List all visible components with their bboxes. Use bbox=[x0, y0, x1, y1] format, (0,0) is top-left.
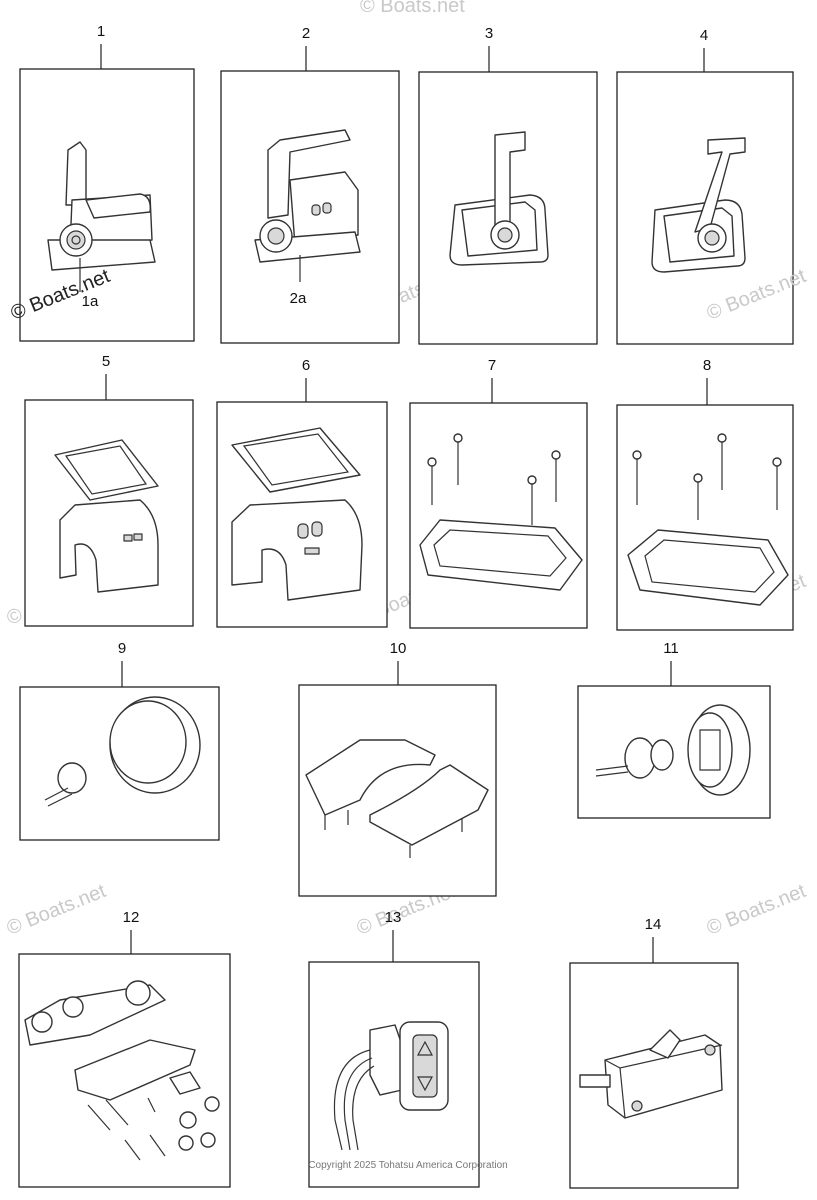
part-1[interactable]: 1 1a © Boats.net bbox=[8, 23, 195, 342]
part-number: 9 bbox=[118, 640, 126, 657]
part-12[interactable]: 12 bbox=[18, 909, 231, 1188]
part-number: 7 bbox=[488, 357, 496, 374]
watermark: © Boats.net bbox=[4, 880, 110, 940]
dual-lever-remote-control-icon bbox=[254, 129, 361, 282]
mounting-base-bolts-icon bbox=[419, 433, 583, 591]
watermark: © Boats.net bbox=[704, 880, 810, 940]
part-frame bbox=[409, 402, 588, 629]
part-number: 8 bbox=[703, 357, 711, 374]
trim-switch-icon bbox=[333, 1021, 449, 1151]
copyright-text: Copyright 2025 Tohatsu America Corporati… bbox=[308, 1160, 507, 1171]
part-number: 5 bbox=[102, 353, 110, 370]
sub-label: 1a bbox=[82, 293, 99, 310]
wide-mounting-base-bolts-icon bbox=[627, 433, 789, 606]
flush-mount-single-lever-icon bbox=[449, 131, 549, 266]
part-5[interactable]: 5 bbox=[24, 353, 194, 627]
part-number: 14 bbox=[645, 916, 662, 933]
dual-cover-set-icon bbox=[231, 427, 363, 601]
single-cover-set-icon bbox=[54, 439, 159, 593]
part-2[interactable]: 2 2a bbox=[220, 25, 400, 344]
part-13[interactable]: 13 bbox=[308, 909, 480, 1188]
part-number: 6 bbox=[302, 357, 310, 374]
part-6[interactable]: 6 bbox=[216, 357, 388, 628]
part-4[interactable]: 4 © Boats.net bbox=[616, 27, 809, 345]
sub-label: 2a bbox=[290, 290, 307, 307]
part-7[interactable]: 7 bbox=[409, 357, 588, 629]
part-number: 12 bbox=[123, 909, 140, 926]
part-14[interactable]: 14 bbox=[569, 916, 739, 1189]
part-number: 11 bbox=[663, 640, 679, 657]
part-number: 13 bbox=[385, 909, 402, 926]
watermark: © Boats.net bbox=[360, 0, 465, 17]
micro-switch-icon bbox=[579, 1029, 723, 1119]
ring-housing-icon bbox=[44, 696, 201, 807]
part-10[interactable]: 10 bbox=[298, 640, 497, 897]
part-9[interactable]: 9 bbox=[19, 640, 220, 841]
split-cover-plate-icon bbox=[305, 739, 489, 858]
part-number: 3 bbox=[485, 25, 493, 42]
part-3[interactable]: 3 bbox=[418, 25, 598, 345]
part-number: 1 bbox=[97, 23, 105, 40]
part-11[interactable]: 11 bbox=[577, 640, 771, 819]
part-8[interactable]: 8 bbox=[616, 357, 794, 631]
part-number: 4 bbox=[700, 27, 708, 44]
bracket-hardware-kit-icon bbox=[24, 980, 220, 1161]
flush-mount-lever-icon bbox=[651, 137, 746, 273]
part-number: 10 bbox=[390, 640, 407, 657]
single-lever-remote-control-icon bbox=[47, 141, 156, 292]
knob-housing-icon bbox=[595, 704, 751, 796]
part-number: 2 bbox=[302, 25, 310, 42]
